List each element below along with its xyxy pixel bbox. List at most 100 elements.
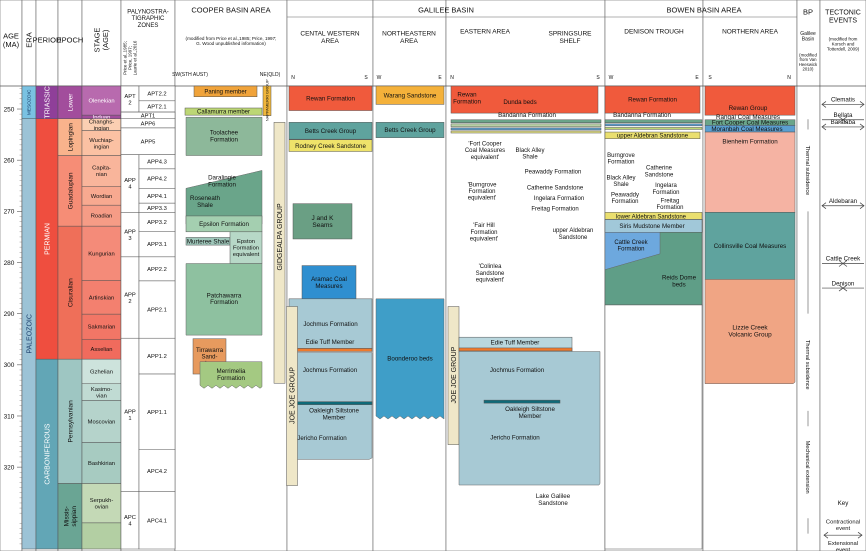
no-fort-cooper-label: Fort Cooper Coal Measures [712, 119, 788, 126]
ea-bands-4 [450, 130, 602, 134]
apt-minor-zone [138, 449, 176, 492]
stage-label: Changhs-ingian [89, 119, 114, 131]
stage-label: Capita-nian [92, 166, 111, 178]
apt-minor-label: APT2.2 [147, 91, 166, 97]
ea-ingelara-label: Ingelara Formation [534, 196, 584, 202]
tectonic-event-denison-arrows [838, 284, 848, 292]
epoch-band [57, 118, 83, 156]
cooper-epsilon-label: Epsilon Formation [199, 221, 249, 228]
cw-dir-s: S [364, 75, 368, 81]
apt-minor-label: APP2.2 [147, 267, 167, 273]
no-dir-s: S [708, 75, 712, 81]
no-bienheim [704, 131, 796, 213]
galilee-header: GALILEE BASIN [418, 6, 474, 15]
apt-minor-label: APP4.3 [147, 160, 167, 166]
epoch-label: Cisuralian [67, 278, 74, 307]
cw-rodney [288, 139, 373, 152]
ea-dir-n: N [450, 75, 454, 81]
age-tick-label: 300 [4, 362, 15, 369]
epoch-band [57, 225, 83, 360]
tectonic-event-cattle-creek-arrows [838, 260, 848, 267]
no-moranbah-label: Moranbah Coal Measures [711, 126, 782, 133]
ea-jochmus [458, 351, 601, 486]
apt-minor-label: APP4.2 [147, 177, 167, 183]
cw-oakleigh-bar [288, 401, 373, 405]
ea-bandanna-label: Bandanna Formation [498, 112, 556, 119]
age-tick-label: 280 [4, 260, 15, 267]
stage-band [81, 522, 122, 550]
age-tick-label: 320 [4, 464, 15, 471]
apt-minor-zone [138, 256, 176, 282]
de-band-2 [604, 123, 703, 127]
apt-span-label: APP6 [141, 121, 156, 127]
ne-warang [375, 85, 445, 105]
cw-betts-label: Betts Creek Group [305, 128, 357, 135]
de-upper-aldebran [604, 131, 701, 139]
stage-band [81, 442, 122, 484]
epoch-band [57, 483, 83, 550]
stage-label: Asselian [91, 347, 113, 353]
cw-joejoe-bar [286, 306, 298, 486]
galilee-ne-column [372, 0, 447, 551]
cooper-callamurra-label: Callamurra member [197, 110, 250, 116]
cooper-header: COOPER BASIN AREA [191, 6, 270, 15]
cw-rodney-label: Rodney Creek Sandstone [295, 143, 366, 150]
apt-minor-label: APP3.1 [147, 242, 167, 248]
stage-label: Bashkirian [88, 461, 115, 467]
ea-peawaddy-label: Peawaddy Formation [525, 170, 582, 176]
apt-minor-label: APC4.1 [147, 518, 167, 524]
tectonic-event-label: Cattle Creek [826, 256, 861, 263]
ne-betts-label: Betts Creek Group [384, 127, 436, 134]
de-lower-aldebran-label: lower Aldebran Sandstone [616, 215, 687, 221]
age-tick-label: 270 [4, 209, 15, 216]
stage-label: Moscovian [88, 420, 116, 426]
ne-warang-label: Warang Sandstone [384, 92, 437, 99]
eastern-header: EASTERN AREA [460, 28, 511, 35]
stage-label: Kungurian [88, 251, 114, 257]
apt-minor-label: APP2.1 [147, 308, 167, 314]
bowen-header: BOWEN BASIN AREA [666, 6, 741, 15]
tectonic-key-contractional-mark-arrows [823, 531, 863, 539]
cw-jochmus-lower-label: Jochmus Formation [303, 367, 358, 374]
ne-dir-e: E [438, 75, 442, 81]
no-dir-n: N [787, 75, 791, 81]
stage-label: Wordian [91, 194, 112, 200]
de-siris-label: Siris Mudstone Member [619, 223, 684, 230]
stage-band [81, 130, 122, 156]
ea-jochmus-label: Jochmus Formation [490, 367, 545, 374]
stage-band [81, 483, 122, 524]
tectonic-event-bellata-arrows [838, 116, 848, 124]
stage-header: STAGE(AGE) [92, 28, 109, 53]
ea-dunda-label: Dunda beds [503, 99, 536, 106]
cooper-toolachee [185, 116, 263, 156]
apt-minor-label: APP4.1 [147, 194, 167, 200]
apt-minor-label: APP1.2 [147, 354, 167, 360]
ea-edie-bar [458, 347, 573, 352]
stage-label: Kasimo-vian [91, 387, 112, 399]
stage-band [81, 225, 122, 281]
bp-mechanical: Mechanical extension [804, 441, 810, 494]
apt-span-zone [120, 127, 176, 155]
stage-label: Sakmarian [88, 325, 116, 331]
cooper-epsilon [185, 215, 263, 233]
cw-jochmus-upper [288, 298, 373, 349]
period-label: TRIASSIC [44, 86, 51, 118]
cooper-dir-ne: NE(QLD) [260, 72, 281, 78]
